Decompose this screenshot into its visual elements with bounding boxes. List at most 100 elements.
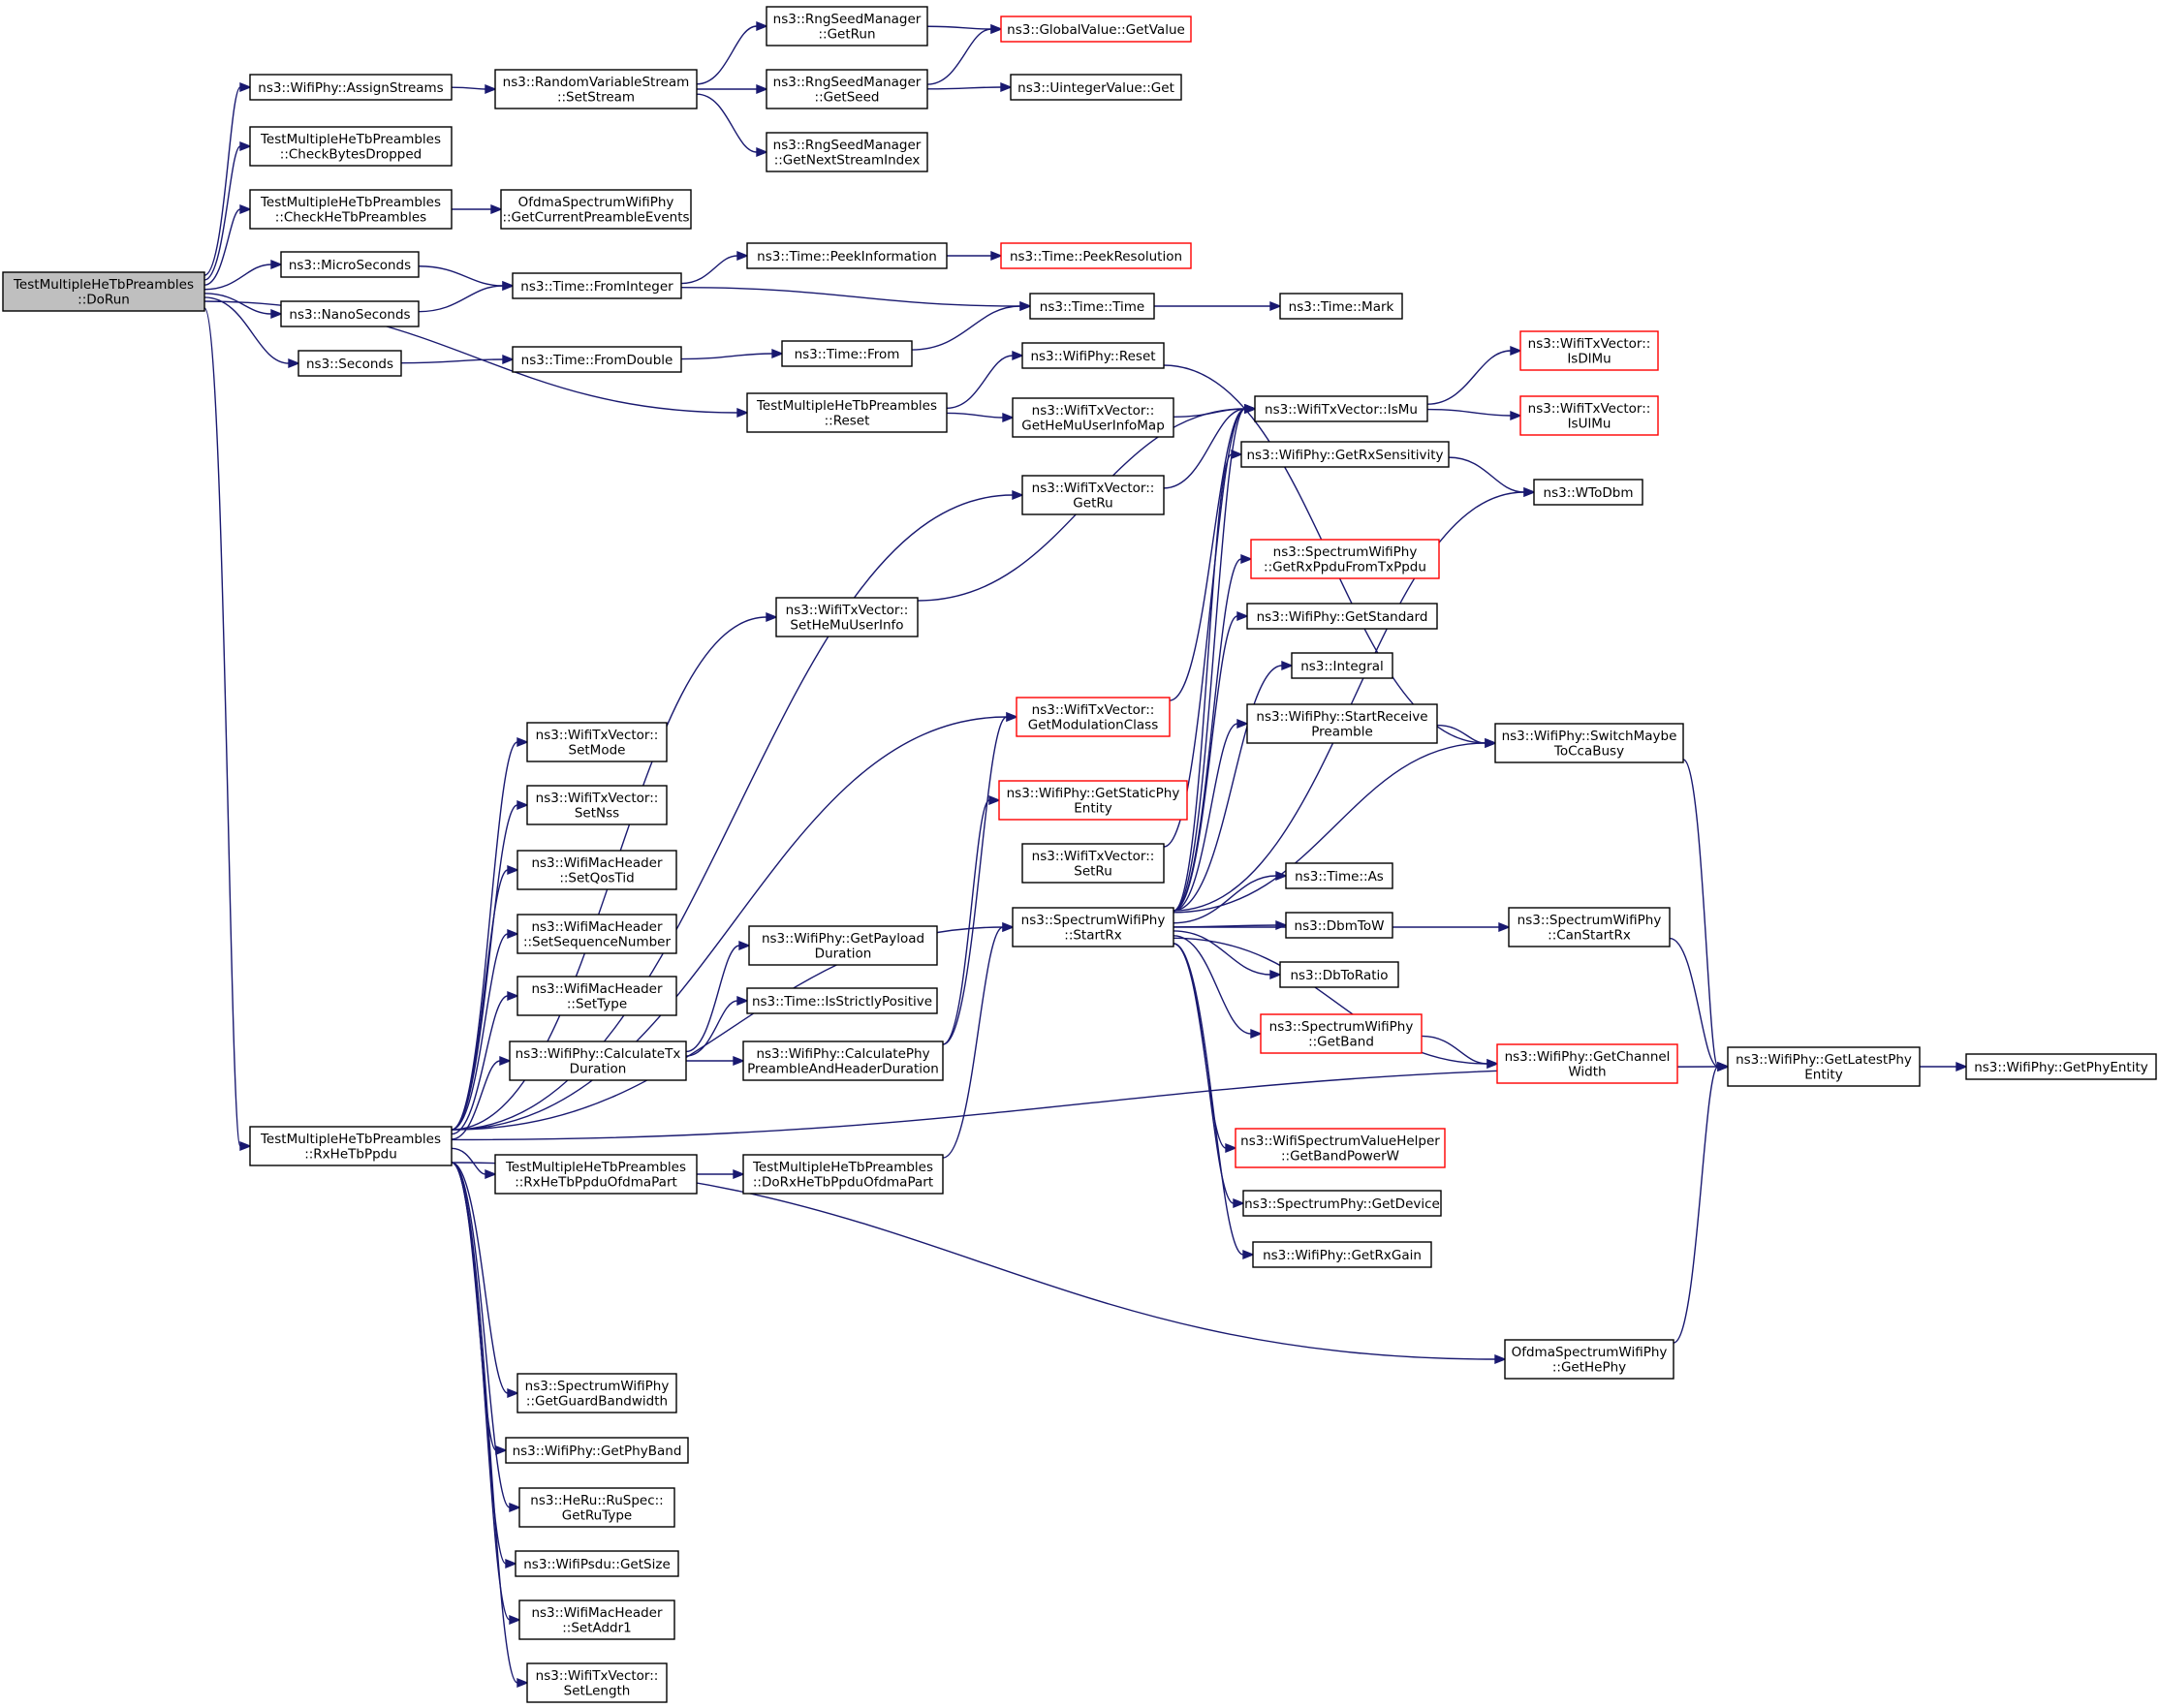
node-tmreset[interactable]: TestMultipleHeTbPreambles::Reset	[746, 392, 948, 433]
node-canstart[interactable]: ns3::SpectrumWifiPhy::CanStartRx	[1508, 907, 1671, 947]
node-getstandard[interactable]: ns3::WifiPhy::GetStandard	[1246, 603, 1438, 630]
node-getphyent[interactable]: ns3::WifiPhy::GetPhyEntity	[1965, 1053, 2157, 1080]
node-integral[interactable]: ns3::Integral	[1291, 652, 1393, 679]
node-label: TestMultipleHeTbPreambles	[13, 277, 194, 293]
node-setstream[interactable]: ns3::RandomVariableStream::SetStream	[494, 69, 698, 109]
node-nano[interactable]: ns3::NanoSeconds	[280, 300, 420, 327]
node-dbmtow[interactable]: ns3::DbmToW	[1285, 912, 1393, 939]
node-rxofdma[interactable]: TestMultipleHeTbPreambles::RxHeTbPpduOfd…	[494, 1154, 698, 1195]
node-label: ::CheckHeTbPreambles	[275, 210, 426, 226]
node-label: ns3::WifiPhy::GetStandard	[1257, 609, 1428, 625]
node-label: ::GetHePhy	[1552, 1360, 1626, 1376]
node-timemark[interactable]: ns3::Time::Mark	[1279, 293, 1403, 320]
node-label: ns3::WifiPhy::GetPhyEntity	[1974, 1060, 2148, 1075]
node-getphyband[interactable]: ns3::WifiPhy::GetPhyBand	[505, 1437, 689, 1464]
node-timetime[interactable]: ns3::Time::Time	[1029, 293, 1155, 320]
node-settype[interactable]: ns3::WifiMacHeader::SetType	[516, 976, 677, 1016]
node-peekres[interactable]: ns3::Time::PeekResolution	[1000, 242, 1192, 269]
node-getguard[interactable]: ns3::SpectrumWifiPhy::GetGuardBandwidth	[516, 1373, 677, 1413]
edge-startrx-to-wtodbm	[1173, 486, 1536, 912]
node-label: ns3::SpectrumPhy::GetDevice	[1244, 1196, 1440, 1212]
node-setlength[interactable]: ns3::WifiTxVector::SetLength	[526, 1662, 668, 1703]
node-label: ns3::WifiMacHeader	[531, 981, 663, 997]
edge-dorxofdma-to-startrx	[942, 921, 1015, 1159]
node-getrxsens[interactable]: ns3::WifiPhy::GetRxSensitivity	[1240, 441, 1450, 468]
edge-startrx-to-getchanw	[1173, 937, 1499, 1070]
node-label: SetLength	[564, 1684, 631, 1699]
edge-setstream-to-getrun	[696, 20, 768, 85]
node-checkhetb[interactable]: TestMultipleHeTbPreambles::CheckHeTbPrea…	[249, 189, 453, 230]
node-timeas[interactable]: ns3::Time::As	[1285, 862, 1393, 889]
node-assignstreams[interactable]: ns3::WifiPhy::AssignStreams	[249, 74, 453, 101]
node-checkbytes[interactable]: TestMultipleHeTbPreambles::CheckBytesDro…	[249, 126, 453, 167]
node-getsize[interactable]: ns3::WifiPsdu::GetSize	[515, 1550, 679, 1577]
node-getnext[interactable]: ns3::RngSeedManager::GetNextStreamIndex	[766, 132, 928, 172]
node-getband[interactable]: ns3::SpectrumWifiPhy::GetBand	[1260, 1013, 1423, 1054]
node-setseq[interactable]: ns3::WifiMacHeader::SetSequenceNumber	[516, 914, 677, 954]
node-setaddr1[interactable]: ns3::WifiMacHeader::SetAddr1	[518, 1599, 675, 1640]
node-label: ns3::WifiMacHeader	[531, 919, 663, 935]
node-peekinfo[interactable]: ns3::Time::PeekInformation	[746, 242, 948, 269]
node-setmode[interactable]: ns3::WifiTxVector::SetMode	[526, 722, 668, 762]
node-getdevice[interactable]: ns3::SpectrumPhy::GetDevice	[1242, 1190, 1442, 1217]
edge-seconds-to-fromdouble	[400, 354, 515, 365]
node-setru[interactable]: ns3::WifiTxVector::SetRu	[1021, 843, 1165, 884]
node-from[interactable]: ns3::Time::From	[781, 340, 913, 367]
node-label: ::SetSequenceNumber	[523, 935, 672, 950]
node-wpreset[interactable]: ns3::WifiPhy::Reset	[1021, 342, 1165, 369]
node-setnss[interactable]: ns3::WifiTxVector::SetNss	[526, 785, 668, 825]
node-label: ns3::Time::As	[1295, 869, 1384, 885]
node-getgvalue[interactable]: ns3::GlobalValue::GetValue	[1000, 16, 1192, 43]
node-getrxppdu[interactable]: ns3::SpectrumWifiPhy::GetRxPpduFromTxPpd…	[1250, 539, 1440, 579]
node-getbandpw[interactable]: ns3::WifiSpectrumValueHelper::GetBandPow…	[1235, 1128, 1446, 1168]
node-getmod[interactable]: ns3::WifiTxVector::GetModulationClass	[1016, 697, 1171, 737]
node-label: ns3::WifiPhy::GetStaticPhy	[1007, 786, 1180, 801]
node-getru[interactable]: ns3::WifiTxVector::GetRu	[1021, 475, 1165, 515]
node-dbtoratio[interactable]: ns3::DbToRatio	[1279, 961, 1399, 988]
node-ismu[interactable]: ns3::WifiTxVector::IsMu	[1254, 395, 1428, 422]
node-getrxgain[interactable]: ns3::WifiPhy::GetRxGain	[1252, 1241, 1432, 1268]
node-wtodbm[interactable]: ns3::WToDbm	[1533, 479, 1643, 506]
node-frominteger[interactable]: ns3::Time::FromInteger	[512, 272, 682, 299]
node-micro[interactable]: ns3::MicroSeconds	[280, 251, 420, 278]
node-dorxofdma[interactable]: TestMultipleHeTbPreambles::DoRxHeTbPpduO…	[742, 1154, 944, 1195]
node-rxhetb[interactable]: TestMultipleHeTbPreambles::RxHeTbPpdu	[249, 1126, 453, 1166]
node-label: ::SetStream	[557, 90, 635, 106]
node-uintget[interactable]: ns3::UintegerValue::Get	[1010, 74, 1182, 101]
node-startrx[interactable]: ns3::SpectrumWifiPhy::StartRx	[1012, 907, 1174, 947]
node-label: ns3::WifiPhy::Reset	[1030, 349, 1155, 364]
edge-startrx-to-getstandard	[1173, 610, 1249, 912]
node-label: ToCcaBusy	[1553, 744, 1624, 760]
node-label: ::CanStartRx	[1548, 928, 1631, 944]
node-calcphy[interactable]: ns3::WifiPhy::CalculatePhyPreambleAndHea…	[742, 1040, 944, 1081]
node-setqos[interactable]: ns3::WifiMacHeader::SetQosTid	[516, 850, 677, 890]
edge-startrx-to-ismu	[1173, 403, 1257, 912]
node-getseed[interactable]: ns3::RngSeedManager::GetSeed	[766, 69, 928, 109]
edge-startrx-to-dbmtow	[1173, 919, 1288, 931]
node-label: ::CheckBytesDropped	[280, 147, 422, 163]
node-getcurpre[interactable]: OfdmaSpectrumWifiPhy::GetCurrentPreamble…	[500, 189, 692, 230]
node-getrutype[interactable]: ns3::HeRu::RuSpec::GetRuType	[518, 1487, 675, 1528]
node-getrun[interactable]: ns3::RngSeedManager::GetRun	[766, 6, 928, 47]
node-label: IsUlMu	[1568, 417, 1611, 432]
node-gethemu[interactable]: ns3::WifiTxVector::GetHeMuUserInfoMap	[1012, 397, 1174, 438]
edge-gethephy-to-getlatest	[1673, 1061, 1730, 1344]
node-fromdouble[interactable]: ns3::Time::FromDouble	[512, 346, 682, 373]
node-sethemu[interactable]: ns3::WifiTxVector::SetHeMuUserInfo	[775, 597, 919, 637]
node-seconds[interactable]: ns3::Seconds	[297, 350, 402, 377]
node-isstrictly[interactable]: ns3::Time::IsStrictlyPositive	[746, 987, 938, 1014]
node-isdlmu[interactable]: ns3::WifiTxVector::IsDlMu	[1519, 330, 1659, 371]
node-label: TestMultipleHeTbPreambles	[752, 1160, 933, 1175]
node-dorun[interactable]: TestMultipleHeTbPreambles::DoRun	[2, 271, 205, 312]
node-isulmu[interactable]: ns3::WifiTxVector::IsUlMu	[1519, 395, 1659, 436]
node-gethephy[interactable]: OfdmaSpectrumWifiPhy::GetHePhy	[1504, 1339, 1674, 1380]
edge-startrx-to-getrxgain	[1173, 943, 1255, 1260]
node-label: ns3::WifiTxVector::	[1032, 481, 1155, 496]
